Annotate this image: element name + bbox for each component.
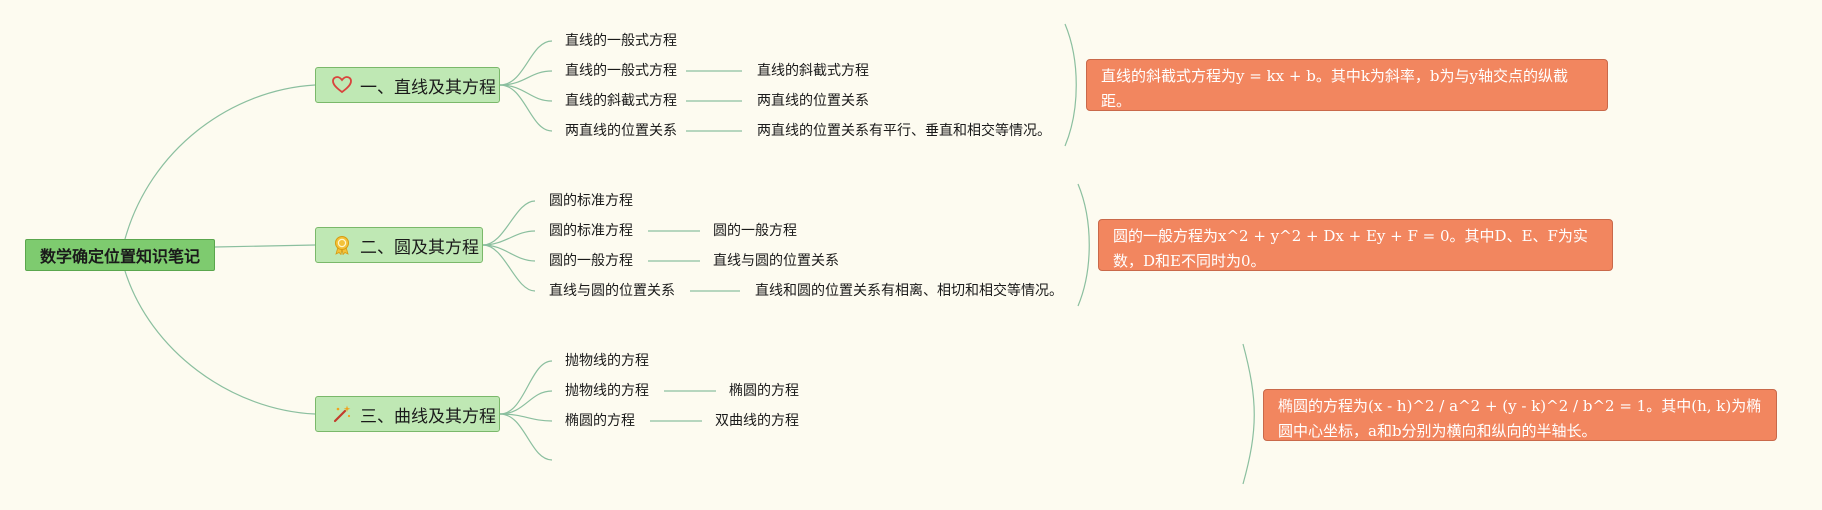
- topic-circles[interactable]: 二、圆及其方程: [315, 227, 483, 263]
- summary-note[interactable]: 椭圆的方程为(x - h)^2 / a^2 + (y - k)^2 / b^2 …: [1263, 389, 1777, 441]
- subtopic-item[interactable]: 圆的标准方程: [549, 223, 633, 239]
- detail-item[interactable]: 椭圆的方程: [729, 383, 799, 399]
- note-text: 直线的斜截式方程为y = kx + b。其中k为斜率，b为与y轴交点的纵截距。: [1101, 67, 1569, 110]
- topic-label: 二、圆及其方程: [360, 237, 479, 258]
- subtopic-item[interactable]: 直线的一般式方程: [565, 33, 677, 49]
- detail-item[interactable]: 直线与圆的位置关系: [713, 253, 839, 269]
- heart-icon: [332, 76, 352, 94]
- detail-item[interactable]: 圆的一般方程: [713, 223, 797, 239]
- topic-label: 三、曲线及其方程: [360, 406, 496, 427]
- subtopic-item[interactable]: 抛物线的方程: [565, 383, 649, 399]
- detail-item[interactable]: 两直线的位置关系: [757, 93, 869, 109]
- topic-label: 一、直线及其方程: [360, 77, 496, 98]
- award-ribbon-icon: [335, 236, 349, 255]
- subtopic-item[interactable]: 圆的一般方程: [549, 253, 633, 269]
- root-label: 数学确定位置知识笔记: [39, 247, 200, 266]
- subtopic-item[interactable]: 椭圆的方程: [565, 413, 635, 429]
- topic-lines[interactable]: 一、直线及其方程: [315, 67, 500, 103]
- detail-item[interactable]: 双曲线的方程: [715, 413, 799, 429]
- subtopic-item[interactable]: 抛物线的方程: [565, 353, 649, 369]
- subtopic-item[interactable]: 直线与圆的位置关系: [549, 283, 675, 299]
- note-text: 圆的一般方程为x^2 + y^2 + Dx + Ey + F = 0。其中D、E…: [1113, 227, 1588, 270]
- subtopic-item[interactable]: 直线的斜截式方程: [565, 93, 677, 109]
- note-text: 椭圆的方程为(x - h)^2 / a^2 + (y - k)^2 / b^2 …: [1278, 397, 1762, 440]
- summary-note[interactable]: 直线的斜截式方程为y = kx + b。其中k为斜率，b为与y轴交点的纵截距。: [1086, 59, 1608, 111]
- detail-item[interactable]: 直线的斜截式方程: [757, 63, 869, 79]
- detail-item[interactable]: 两直线的位置关系有平行、垂直和相交等情况。: [757, 123, 1051, 139]
- summary-note[interactable]: 圆的一般方程为x^2 + y^2 + Dx + Ey + F = 0。其中D、E…: [1098, 219, 1613, 271]
- root-topic[interactable]: 数学确定位置知识笔记: [25, 239, 215, 271]
- magic-wand-icon: [333, 405, 351, 423]
- subtopic-item[interactable]: 圆的标准方程: [549, 193, 633, 209]
- detail-item[interactable]: 直线和圆的位置关系有相离、相切和相交等情况。: [755, 283, 1063, 299]
- subtopic-item[interactable]: 两直线的位置关系: [565, 123, 677, 139]
- topic-curves[interactable]: 三、曲线及其方程: [315, 396, 500, 432]
- subtopic-item[interactable]: 直线的一般式方程: [565, 63, 677, 79]
